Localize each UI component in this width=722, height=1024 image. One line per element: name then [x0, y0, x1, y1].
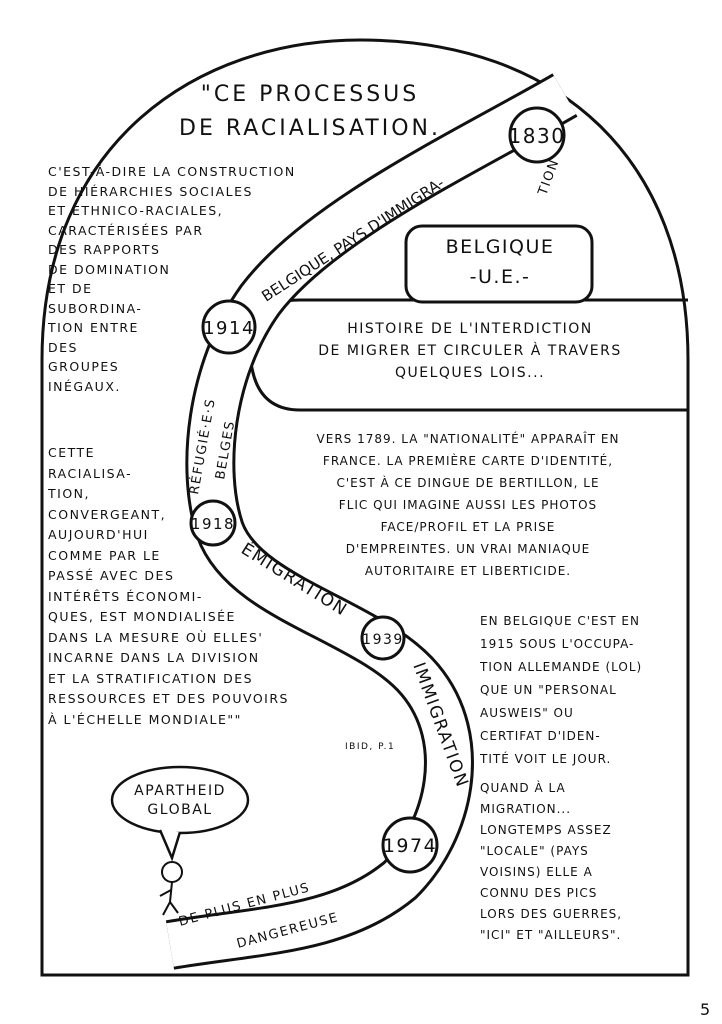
belgique-ue-title: BELGIQUE -U.E.-	[445, 236, 555, 288]
year-1974: 1974	[381, 816, 439, 874]
paragraph-migration: QUAND À LA MIGRATION... LONGTEMPS ASSEZ …	[480, 781, 623, 942]
year-1830: 1830	[508, 106, 566, 164]
belgique-box-border	[404, 224, 594, 304]
history-subtitle: HISTOIRE DE L'INTERDICTION DE MIGRER ET …	[318, 321, 622, 381]
citation: IBID, p.1	[345, 742, 396, 752]
year-1939-label: 1939	[362, 632, 404, 648]
page-title: "CE PROCESSUS DE RACIALISATION.	[179, 82, 441, 141]
year-1830-label: 1830	[509, 124, 566, 148]
year-1914-label: 1914	[203, 318, 255, 339]
speech-bubble-text: APARTHEID GLOBAL	[134, 783, 226, 818]
paragraph-1915: EN BELGIQUE C'EST EN 1915 SOUS L'OCCUPA-…	[480, 614, 643, 766]
quote-text: C'EST-À-DIRE LA CONSTRUCTION DE HIÉRARCH…	[48, 164, 296, 394]
outer-frame	[40, 38, 690, 977]
year-1918: 1918	[189, 499, 237, 547]
page-number: 5	[700, 1000, 712, 1019]
speech-bubble-tail	[158, 829, 182, 862]
year-1974-label: 1974	[383, 835, 437, 857]
year-1918-label: 1918	[191, 515, 235, 533]
year-1914: 1914	[201, 299, 257, 355]
road-inner	[166, 75, 577, 967]
quote-text-continued: CETTE RACIALISA- TION, CONVERGEANT, AUJO…	[48, 445, 289, 727]
paragraph-1789: VERS 1789. LA "NATIONALITÉ" APPARAÎT EN …	[316, 432, 620, 578]
stick-figure-icon	[159, 861, 183, 916]
year-1939: 1939	[360, 615, 406, 661]
